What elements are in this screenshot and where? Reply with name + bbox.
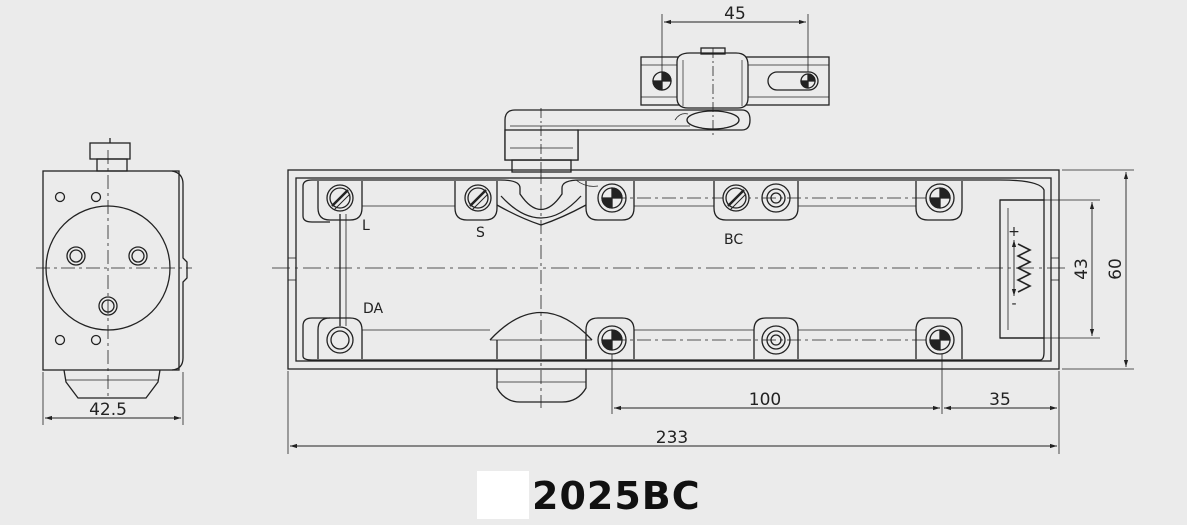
- spring-symbol: [1011, 240, 1032, 296]
- dim-hole-spacing: 100: [749, 390, 781, 410]
- dim-end-offset: 35: [989, 390, 1011, 410]
- model-title: 2025BC: [532, 474, 701, 518]
- mount-hole-bottom-2: [925, 325, 955, 355]
- open-hole-top: [761, 183, 791, 213]
- label-minus: -: [1011, 296, 1016, 312]
- title-box: [477, 471, 529, 519]
- mount-hole-bottom-1: [597, 325, 627, 355]
- front-dimensions: [287, 169, 1134, 454]
- mount-hole-top-1: [597, 183, 627, 213]
- label-L: L: [362, 218, 370, 234]
- screw-L: [326, 184, 354, 212]
- front-view: [272, 169, 1070, 408]
- open-hole-DA: [326, 326, 354, 354]
- dim-arm-bracket: 45: [724, 4, 746, 24]
- slotted-screws: [326, 184, 750, 212]
- label-S: S: [476, 225, 485, 241]
- mounting-holes: [326, 183, 955, 355]
- label-BC: BC: [724, 232, 743, 248]
- label-DA: DA: [363, 301, 384, 317]
- side-view: [36, 138, 192, 425]
- label-plus: +: [1008, 224, 1020, 240]
- screw-S: [464, 184, 492, 212]
- arm-bracket: [504, 14, 830, 178]
- open-hole-bottom: [761, 325, 791, 355]
- dim-total-length: 233: [656, 428, 688, 448]
- screw-BC: [722, 184, 750, 212]
- mount-hole-top-2: [925, 183, 955, 213]
- dim-side-width: 42.5: [89, 400, 127, 420]
- dim-inner-height: 43: [1072, 258, 1092, 280]
- dim-outer-height: 60: [1106, 258, 1126, 280]
